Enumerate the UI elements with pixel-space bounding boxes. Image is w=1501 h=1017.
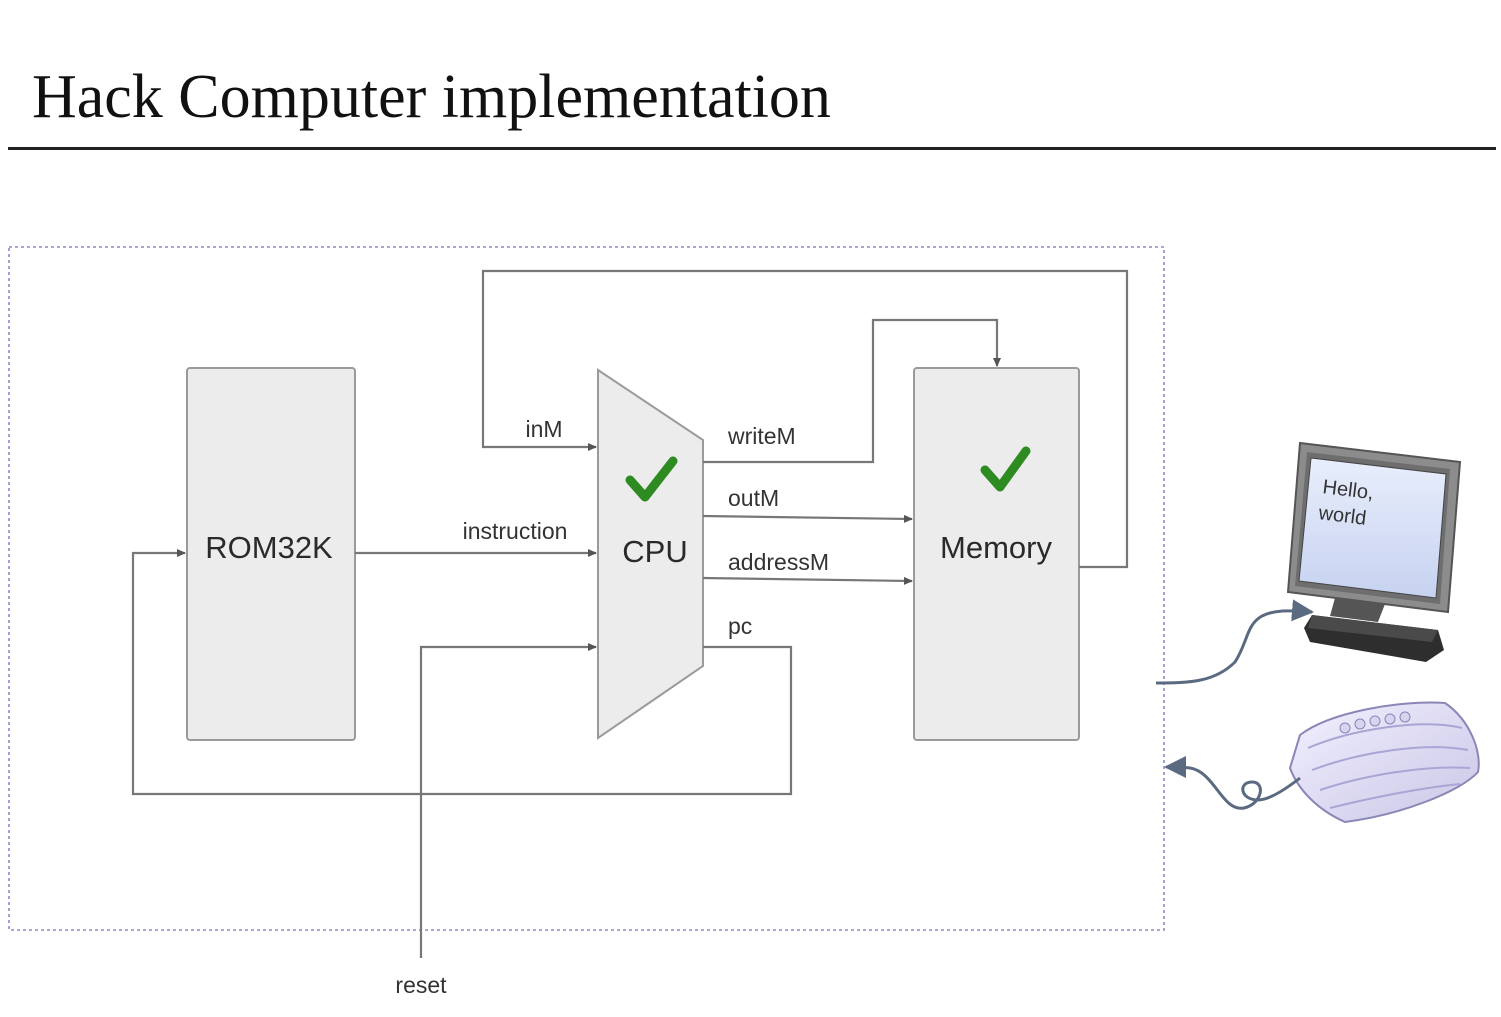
computer-boundary [8, 246, 1165, 931]
inm-wire [481, 269, 1129, 569]
memory-block [913, 367, 1080, 741]
addressm-wire [702, 576, 913, 585]
keyboard-icon [1288, 701, 1480, 824]
outm-label: outM [728, 485, 779, 511]
writem-label: writeM [727, 423, 796, 449]
outm-wire [702, 514, 913, 523]
cpu-checkmark-icon [625, 456, 678, 502]
cpu-label: CPU [622, 534, 687, 569]
monitor-icon [1286, 441, 1462, 662]
pc-label: pc [728, 613, 752, 639]
memory-checkmark-icon [980, 446, 1031, 492]
inm-label: inM [525, 416, 562, 442]
reset-wire [419, 643, 597, 958]
reset-label: reset [395, 972, 447, 998]
rom32k-label: ROM32K [205, 530, 333, 565]
keyboard-cable [1164, 756, 1301, 810]
addressm-label: addressM [728, 549, 829, 575]
pc-wire [131, 549, 793, 796]
monitor-cable [1155, 599, 1314, 685]
instruction-label: instruction [463, 518, 568, 544]
title-divider [8, 147, 1496, 150]
writem-wire [703, 318, 1001, 464]
memory-label: Memory [940, 530, 1052, 565]
page-title: Hack Computer implementation [32, 63, 831, 131]
